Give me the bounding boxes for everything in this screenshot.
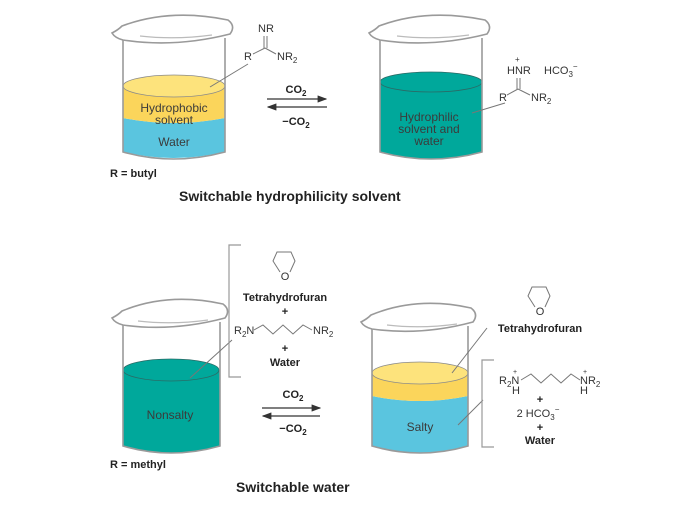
co2-reverse-label: −CO2 [282, 116, 310, 130]
o-atom: O [536, 306, 545, 318]
nr2-text: NR2 [531, 92, 552, 106]
beaker-hydrophobic-water: Hydrophobic solvent Water [110, 14, 249, 160]
nr-text: NR [258, 23, 274, 35]
section-title-shs: Switchable hydrophilicity solvent [179, 188, 401, 204]
thf-label: Tetrahydrofuran [243, 292, 327, 304]
hnr-text: HNR [507, 65, 531, 77]
co2-forward-label: CO2 [286, 84, 308, 98]
nr2-text: NR2 [580, 375, 601, 389]
nr2-text: NR2 [277, 51, 298, 65]
thf-label: Tetrahydrofuran [498, 323, 582, 335]
hydrophilic-label-1: Hydrophilic [399, 110, 458, 124]
r2nh-text: R2N [499, 375, 519, 389]
r2n-text: R2N [234, 325, 254, 339]
upper-layer-label: Hydrophobic [140, 101, 207, 115]
plus-1: + [537, 394, 543, 406]
beaker-nonsalty: Nonsalty [110, 298, 233, 454]
salty-label: Salty [407, 420, 434, 434]
h-1: H [512, 385, 520, 397]
beaker-salty: Salty [359, 302, 488, 454]
tetrahydrofuran-ring-icon: O [527, 286, 551, 318]
water-label: Water [270, 357, 301, 369]
hydrophilic-label-2: solvent and [398, 122, 459, 136]
plus-2: + [282, 343, 288, 355]
amidine-structure: NR R NR2 [244, 23, 298, 65]
co2-reverse-label: −CO2 [279, 423, 307, 437]
lower-layer-label: Water [158, 135, 190, 149]
plus-charge: + [515, 55, 520, 64]
beaker-hydrophilic: Hydrophilic solvent and water [367, 14, 506, 160]
co2-forward-label: CO2 [283, 389, 305, 403]
plus-charge-2: + [583, 369, 587, 376]
r-definition-methyl: R = methyl [110, 459, 166, 471]
hco3-text: HCO3− [544, 62, 578, 79]
r-definition-butyl: R = butyl [110, 168, 157, 180]
tetrahydrofuran-ring-icon: O [272, 251, 296, 283]
h-2: H [580, 385, 588, 397]
plus-2: + [537, 422, 543, 434]
nr2-text: NR2 [313, 325, 334, 339]
top-equilibrium-arrows: CO2 −CO2 [266, 84, 328, 130]
r-text: R [499, 92, 507, 104]
nonsalty-label: Nonsalty [147, 408, 194, 422]
right-side-components: O Tetrahydrofuran R2N + H NR2 + H + 2 HC… [481, 286, 601, 448]
plus-charge-1: + [513, 369, 517, 376]
section-title-switchable-water: Switchable water [236, 479, 350, 495]
o-atom: O [281, 271, 290, 283]
upper-layer-label-2: solvent [155, 113, 194, 127]
r-text: R [244, 51, 252, 63]
hydrophilic-label-3: water [413, 134, 443, 148]
left-bracket-components: O Tetrahydrofuran + R2N NR2 + Water [228, 244, 334, 378]
plus-1: + [282, 306, 288, 318]
water-label: Water [525, 435, 556, 447]
bottom-equilibrium-arrows: CO2 −CO2 [261, 389, 322, 437]
bicarbonate-text: 2 HCO3− [517, 405, 560, 422]
amidinium-bicarbonate-structure: + HNR HCO3− R NR2 [499, 55, 578, 106]
